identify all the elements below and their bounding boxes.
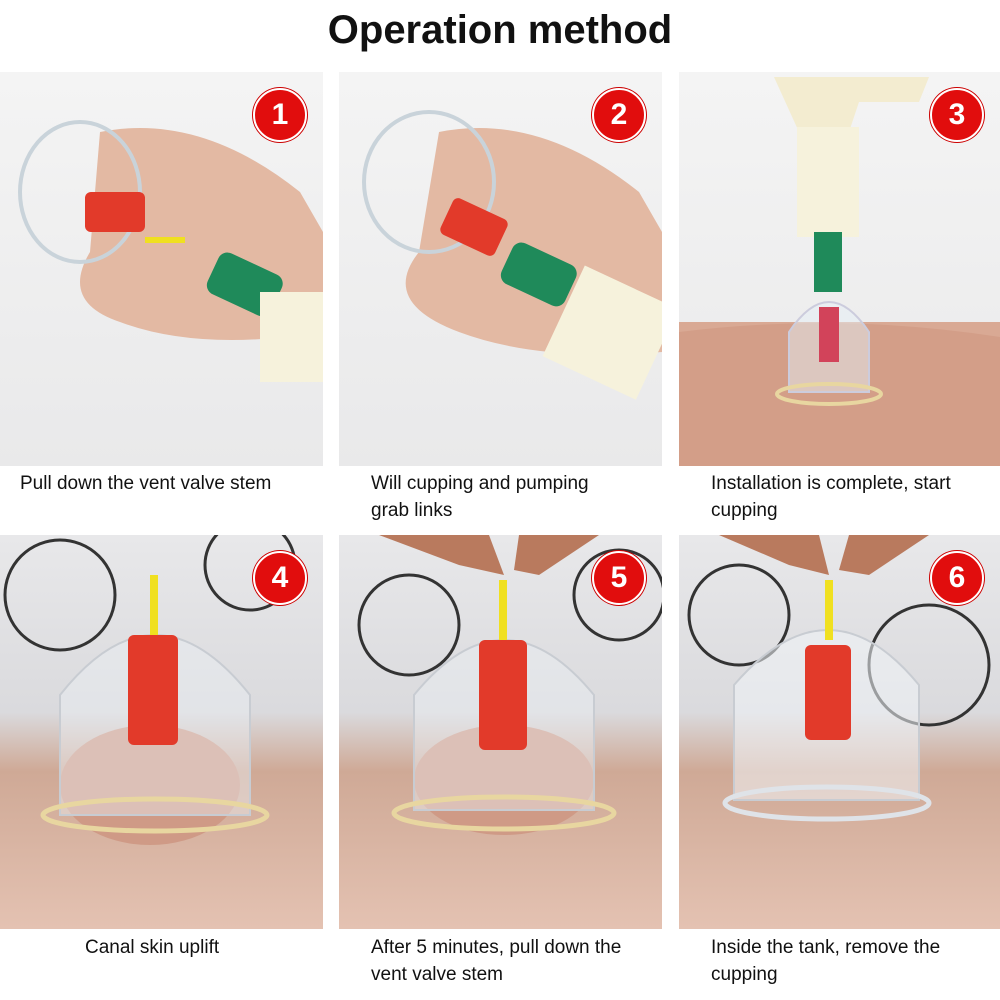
cup-connected-to-pump-illustration bbox=[362, 110, 662, 400]
step-number-badge: 2 bbox=[592, 88, 646, 142]
step-1-image: 1 bbox=[0, 72, 323, 466]
step-4-image: 4 bbox=[0, 535, 323, 929]
step-6-image: 6 bbox=[679, 535, 1000, 929]
fingers-pulling-valve-illustration bbox=[357, 535, 662, 835]
cup-with-raised-skin-illustration bbox=[3, 535, 297, 845]
step-5-caption: After 5 minutes, pull down the vent valv… bbox=[371, 937, 622, 985]
hand-holding-cup-illustration bbox=[18, 120, 323, 382]
step-number-badge: 6 bbox=[930, 551, 984, 605]
step-2-image: 2 bbox=[339, 72, 662, 466]
step-3-image: 3 bbox=[679, 72, 1000, 466]
step-number-badge: 3 bbox=[930, 88, 984, 142]
cup-removed-illustration bbox=[687, 535, 991, 822]
step-number-badge: 5 bbox=[592, 551, 646, 605]
step-1-caption: Pull down the vent valve stem bbox=[20, 473, 272, 494]
step-number-badge: 1 bbox=[253, 88, 307, 142]
step-6-caption: Inside the tank, remove the cupping bbox=[711, 937, 941, 985]
step-3-caption: Installation is complete, start cupping bbox=[711, 473, 951, 521]
pump-on-cup-illustration bbox=[679, 77, 1000, 466]
step-4-caption: Canal skin uplift bbox=[85, 937, 220, 958]
step-5-image: 5 bbox=[339, 535, 662, 929]
step-number-badge: 4 bbox=[253, 551, 307, 605]
step-2-caption: Will cupping and pumping grab links bbox=[371, 473, 589, 521]
page-title: Operation method bbox=[327, 8, 673, 52]
